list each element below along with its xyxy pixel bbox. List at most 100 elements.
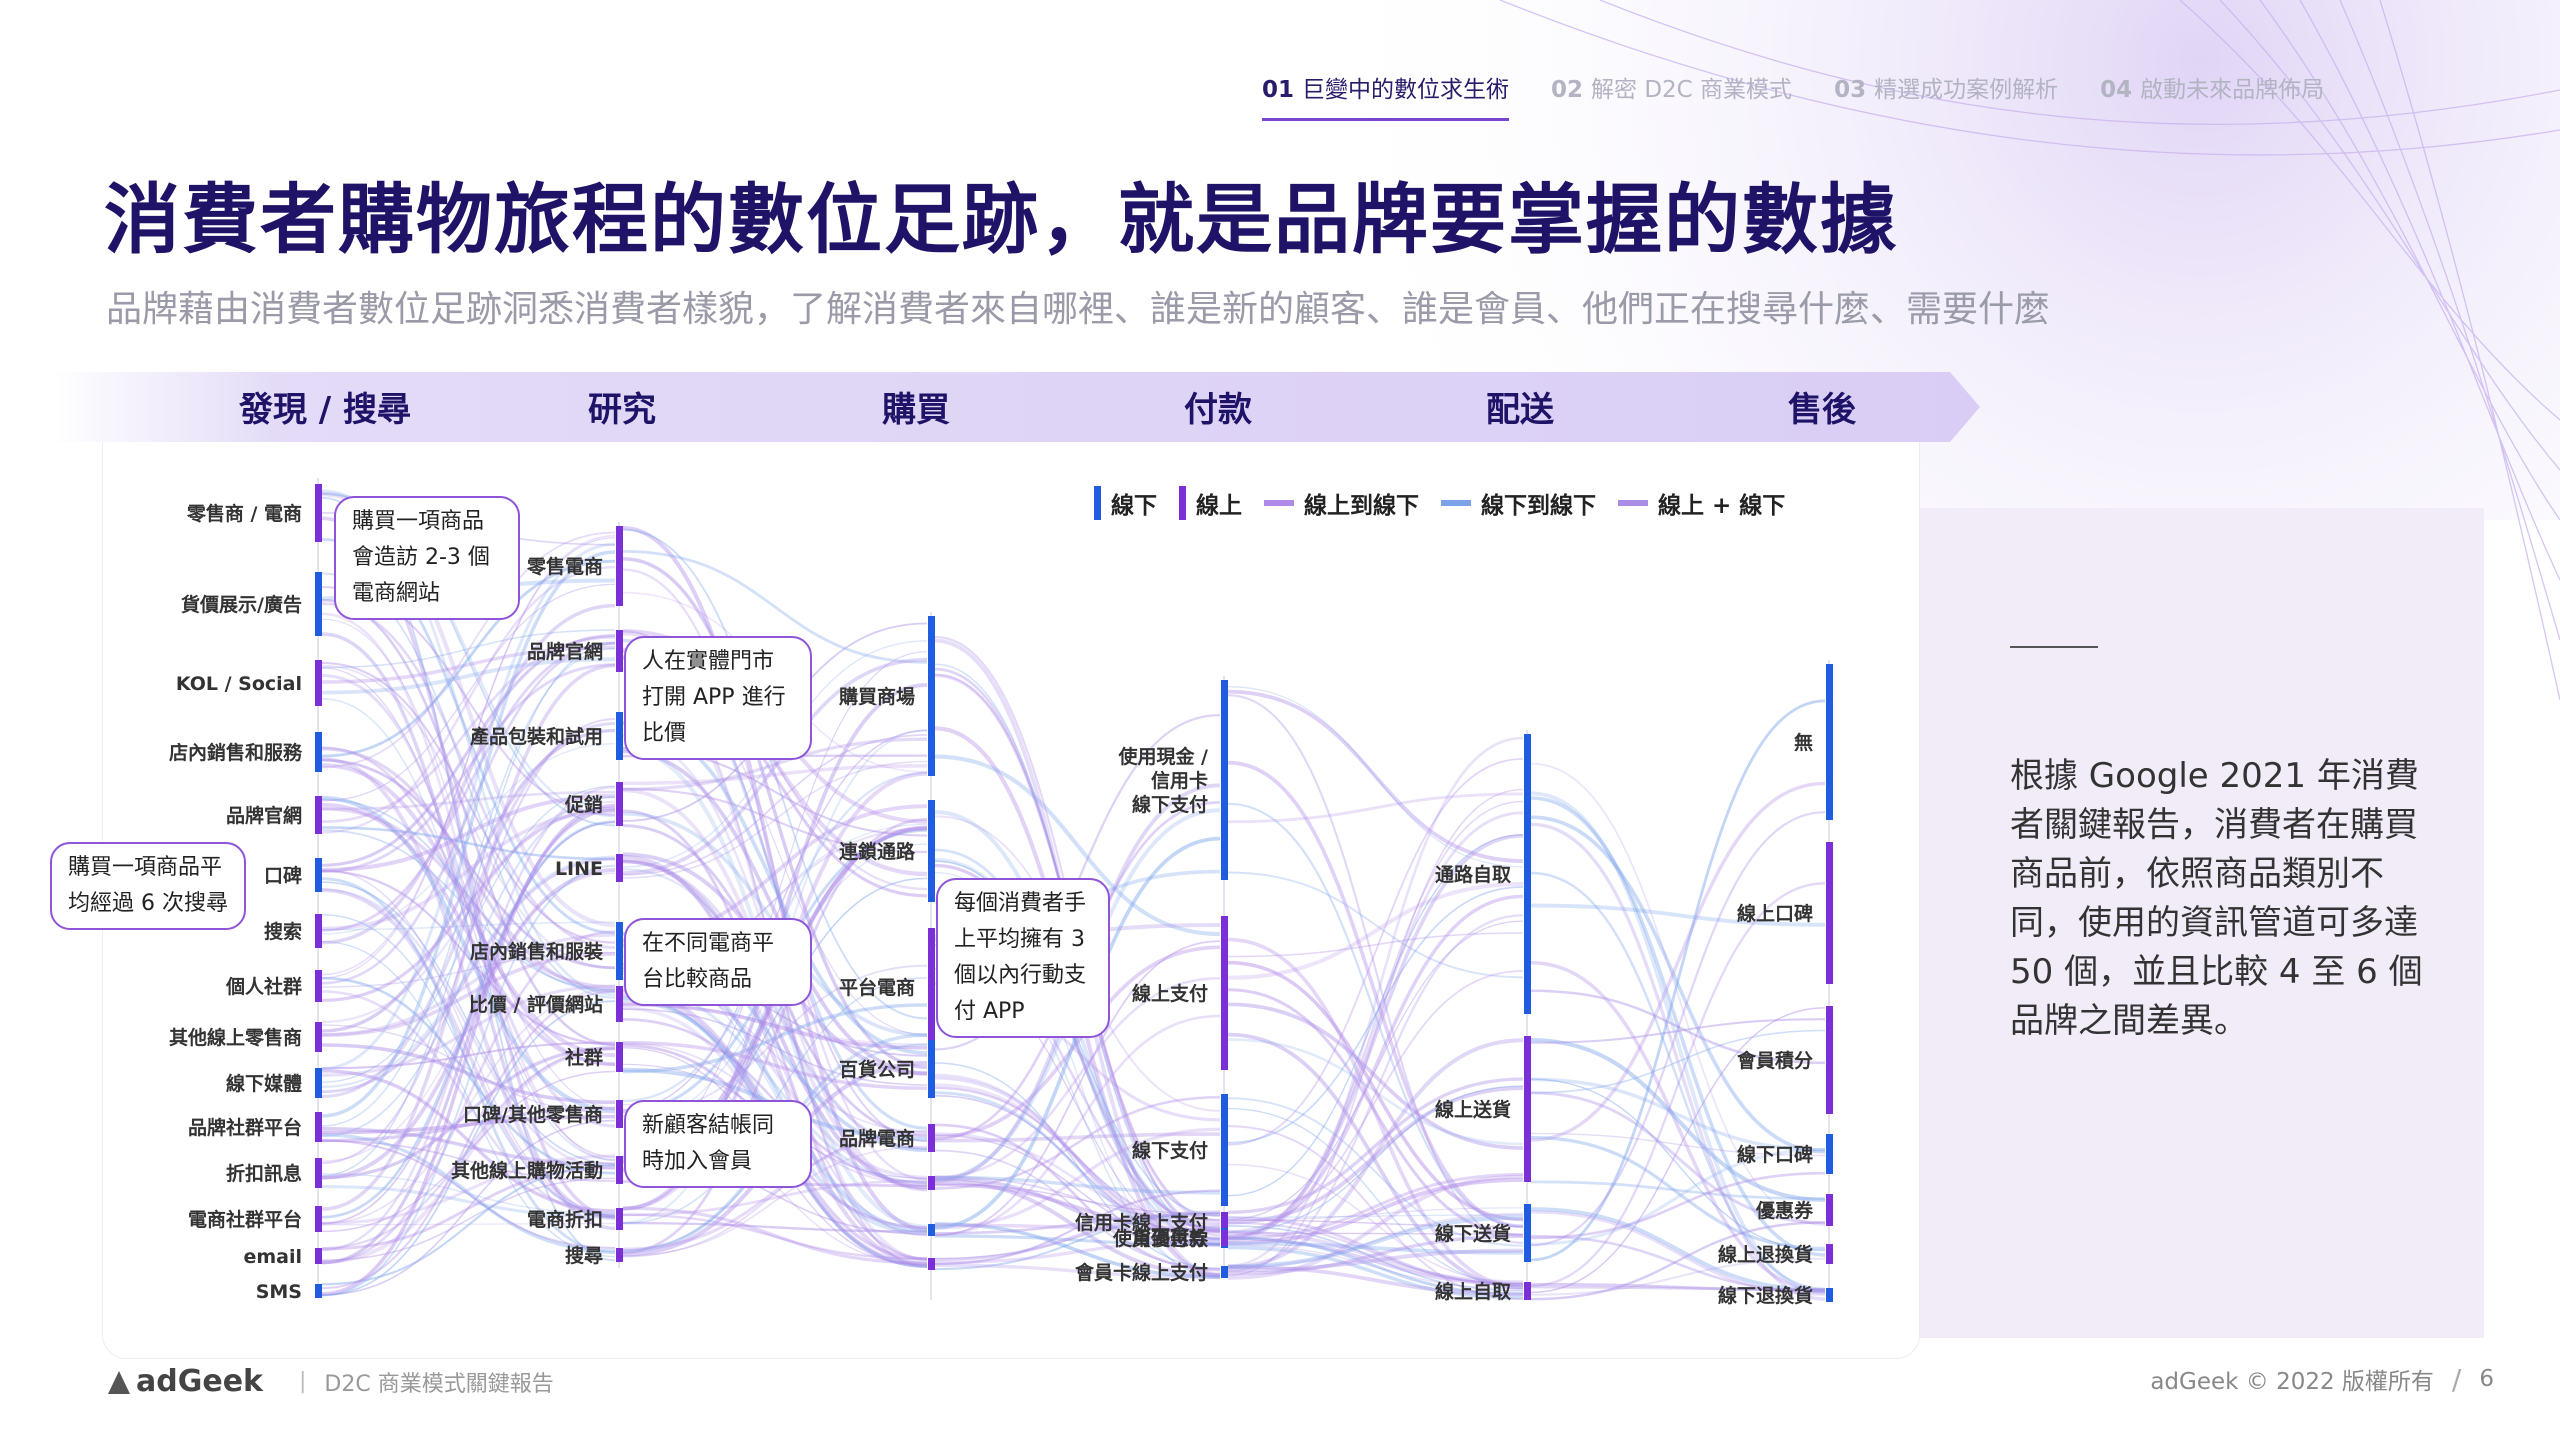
node-label-discover-11: 折扣訊息	[226, 1162, 302, 1185]
node-bar-research-1	[616, 630, 623, 672]
flow-link	[321, 930, 616, 1265]
flow-link	[1227, 758, 1524, 1146]
flow-link	[321, 1139, 616, 1250]
node-label-research-11: 搜尋	[565, 1244, 603, 1267]
flow-link	[1227, 1244, 1524, 1290]
flow-link	[321, 531, 616, 769]
flow-link	[1227, 1086, 1524, 1225]
nav-tab-number: 02	[1551, 77, 1584, 103]
flow-link	[1530, 781, 1826, 1142]
flow-link	[1227, 736, 1524, 1268]
flow-link	[1227, 1225, 1524, 1292]
flow-link	[934, 1094, 1221, 1240]
flow-link	[1227, 1237, 1524, 1287]
nav-tab-label: 啟動未來品牌佈局	[2140, 77, 2325, 103]
node-bar-buy-7	[928, 1258, 935, 1270]
flow-link	[1227, 914, 1524, 1273]
node-bar-ship-3	[1524, 1282, 1531, 1300]
node-label-after-3: 線下口碑	[1737, 1143, 1813, 1166]
flow-link	[321, 790, 616, 811]
node-label-discover-14: SMS	[256, 1281, 302, 1303]
node-label-discover-13: email	[243, 1246, 302, 1268]
nav-tab-02[interactable]: 02 解密 D2C 商業模式	[1551, 70, 1792, 121]
flow-link	[321, 855, 616, 1089]
flow-link	[321, 1046, 616, 1180]
node-label-pay-5: 使用優惠券	[1112, 1227, 1209, 1250]
node-bar-ship-2	[1524, 1204, 1531, 1262]
flow-link	[1530, 1221, 1826, 1301]
node-bar-research-11	[616, 1248, 623, 1262]
flow-link	[934, 945, 1221, 1139]
flow-link	[1227, 1172, 1524, 1240]
flow-link	[622, 1213, 928, 1260]
stage-label-2: 購買	[882, 390, 950, 430]
flow-link	[1530, 1007, 1826, 1294]
flow-link	[321, 641, 616, 932]
flow-link	[1227, 1245, 1524, 1300]
flow-link	[1227, 792, 1524, 824]
flow-link	[622, 760, 928, 879]
flow-link	[321, 1140, 616, 1182]
flow-link	[1530, 1132, 1826, 1157]
flow-link	[321, 1127, 616, 1167]
flow-link	[1530, 871, 1826, 1290]
node-bar-ship-1	[1524, 1036, 1531, 1182]
flow-link	[321, 952, 616, 1038]
flow-link	[321, 795, 616, 1113]
node-label-discover-6: 搜索	[264, 920, 302, 943]
flow-link	[321, 881, 616, 1165]
flow-link	[1227, 886, 1524, 1144]
flow-link	[321, 1043, 616, 1105]
flow-link	[622, 859, 928, 1237]
node-bar-pay-6	[1221, 1266, 1228, 1278]
flow-link	[622, 854, 928, 1266]
flow-link	[1530, 961, 1826, 1293]
node-label-research-10: 電商折扣	[527, 1208, 603, 1231]
node-bar-discover-12	[315, 1206, 322, 1232]
callout-c6: 每個消費者手上平均擁有 3 個以內行動支付 APP	[936, 878, 1110, 1038]
nav-tab-number: 01	[1262, 77, 1295, 103]
flow-link	[934, 1149, 1221, 1270]
flow-link	[934, 1132, 1221, 1228]
node-bar-research-7	[616, 1042, 623, 1072]
node-bar-research-5	[616, 922, 623, 980]
node-bar-buy-1	[928, 800, 935, 902]
flow-link	[1227, 932, 1524, 958]
flow-link	[1227, 800, 1524, 1239]
flow-link	[622, 557, 928, 1069]
flow-link	[622, 1002, 928, 1050]
brand-name: adGeek	[136, 1364, 263, 1399]
node-label-ship-3: 線上自取	[1435, 1280, 1511, 1303]
flow-link	[1227, 834, 1524, 1197]
node-label-discover-2: KOL / Social	[176, 673, 302, 695]
flow-link	[934, 1215, 1221, 1260]
node-bar-after-3	[1826, 1134, 1833, 1174]
nav-tab-number: 04	[2100, 77, 2133, 103]
flow-link	[622, 859, 928, 1190]
flow-link	[321, 728, 616, 1033]
nav-tab-label: 解密 D2C 商業模式	[1591, 77, 1793, 103]
flow-link	[1227, 1241, 1524, 1255]
side-note-text: 根據 Google 2021 年消費者關鍵報告，消費者在購買商品前，依照商品類別…	[2010, 756, 2423, 1041]
flow-link	[1227, 1236, 1524, 1296]
flow-link	[321, 632, 616, 1231]
flow-link	[321, 990, 616, 1290]
flow-link	[1530, 989, 1826, 1065]
legend: 線下線上線上到線下線下到線下線上 + 線下	[1094, 486, 1807, 520]
node-label-research-0: 零售電商	[526, 555, 603, 578]
flow-link	[321, 566, 616, 834]
flow-link	[1227, 1038, 1524, 1270]
flow-link	[321, 542, 616, 1071]
flow-link	[934, 848, 1221, 1246]
flow-link	[321, 1133, 616, 1253]
node-bar-after-1	[1826, 842, 1833, 984]
node-bar-discover-11	[315, 1158, 322, 1188]
flow-link	[622, 1221, 928, 1233]
flow-link	[934, 1183, 1221, 1215]
nav-tab-04[interactable]: 04 啟動未來品牌佈局	[2100, 70, 2324, 121]
flow-link	[934, 1213, 1221, 1235]
flow-link	[1227, 871, 1524, 979]
